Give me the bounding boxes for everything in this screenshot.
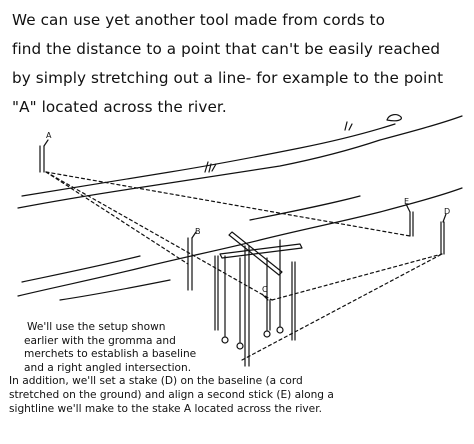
rock bbox=[386, 114, 402, 122]
intro-line-1: We can use yet another tool made from co… bbox=[12, 11, 385, 29]
label-c: C bbox=[262, 285, 268, 294]
grass-tuft-1 bbox=[204, 161, 217, 173]
body-line-6: stretched on the ground) and align a sec… bbox=[9, 388, 334, 401]
sightline-a-to-c bbox=[45, 171, 273, 301]
intro-line-2: find the distance to a point that can't … bbox=[12, 40, 441, 58]
body-line-3: merchets to establish a baseline bbox=[24, 348, 197, 361]
body-line-1: We'll use the setup shown bbox=[27, 321, 166, 333]
label-a: A bbox=[46, 131, 52, 140]
label-b: B bbox=[195, 227, 201, 236]
label-d: D bbox=[444, 207, 450, 216]
near-bank-line-2 bbox=[21, 255, 141, 283]
intro-line-3: by simply stretching out a line- for exa… bbox=[12, 69, 444, 87]
near-bank-line bbox=[17, 187, 463, 297]
body-line-7: sightline we'll make to the stake A loca… bbox=[9, 402, 322, 415]
grass-tuft-2 bbox=[344, 121, 353, 131]
gromma-arm-2 bbox=[228, 231, 283, 276]
body-line-4: and a right angled intersection. bbox=[24, 361, 192, 374]
body-line-5: In addition, we'll set a stake (D) on th… bbox=[9, 375, 303, 388]
body-line-2: earlier with the gromma and bbox=[24, 334, 176, 347]
label-e: E bbox=[404, 197, 409, 206]
explanation-text: We'll use the setup shown earlier with t… bbox=[9, 321, 471, 416]
baseline bbox=[241, 253, 443, 361]
intro-text: We can use yet another tool made from co… bbox=[12, 6, 468, 122]
sightline-a-to-e bbox=[45, 171, 411, 237]
far-bank-line bbox=[17, 115, 463, 209]
far-bank-line-2 bbox=[21, 123, 396, 197]
gromma-arm-1 bbox=[219, 243, 303, 259]
intro-line-4: "A" located across the river. bbox=[12, 98, 227, 116]
sightline-a-to-b bbox=[45, 171, 189, 265]
